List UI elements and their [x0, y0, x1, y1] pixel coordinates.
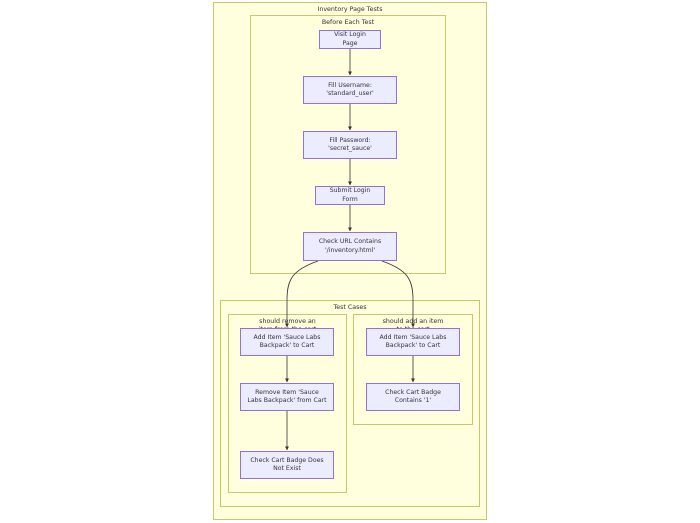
check-url-node: Check URL Contains '/inventory.html' — [303, 232, 397, 261]
inventory-page-tests-title: Inventory Page Tests — [317, 6, 383, 13]
remove-test-add-item-node: Add Item 'Sauce Labs Backpack' to Cart — [240, 328, 334, 356]
test-cases-title: Test Cases — [333, 304, 367, 311]
edge-checkurl-to-add-add — [381, 260, 415, 328]
add-test-add-item-node: Add Item 'Sauce Labs Backpack' to Cart — [366, 328, 460, 356]
edge-checkurl-to-remove-add — [285, 260, 319, 328]
before-each-test-title: Before Each Test — [321, 19, 375, 26]
check-badge-contains-node: Check Cart Badge Contains '1' — [366, 383, 460, 411]
fill-username-node: Fill Username: 'standard_user' — [303, 76, 397, 104]
visit-login-page-node: Visit Login Page — [319, 30, 381, 49]
check-badge-not-exist-node: Check Cart Badge Does Not Exist — [240, 451, 334, 479]
submit-login-form-node: Submit Login Form — [315, 186, 385, 205]
remove-item-node: Remove Item 'Sauce Labs Backpack' from C… — [240, 383, 334, 411]
fill-password-node: Fill Password: 'secret_sauce' — [303, 131, 397, 159]
